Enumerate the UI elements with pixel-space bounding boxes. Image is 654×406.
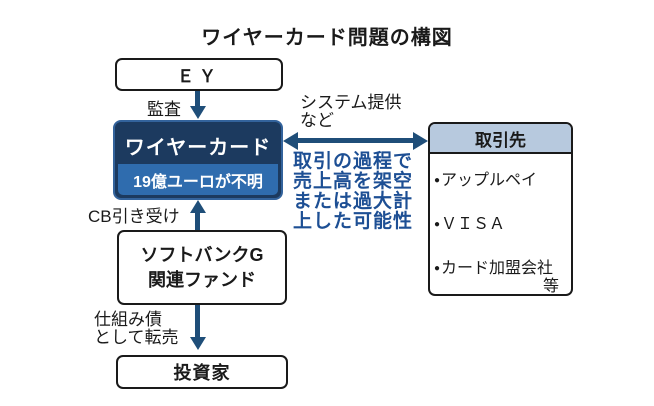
annotation-line4: 上した可能性 [293, 211, 414, 232]
softbank-label-line1: ソフトバンクG [140, 244, 264, 265]
node-investors: 投資家 [116, 355, 288, 389]
system-arrow-left-head-icon [283, 132, 298, 150]
ey-label: ＥＹ [177, 67, 221, 86]
audit-arrow-line [195, 91, 200, 108]
resale-label-line2: として転売 [94, 328, 179, 347]
audit-arrow-head-icon [190, 106, 206, 119]
partner-item: ＶＩＳＡ [434, 210, 505, 234]
wirecard-status-badge: 19億ユーロが不明 [118, 164, 278, 195]
cb-label: CB引き受け [88, 207, 180, 226]
annotation-text: 取引の過程で 売上高を架空 または過大計 上した可能性 [293, 152, 413, 232]
partner-item: アップルペイ [434, 166, 537, 190]
cb-arrow-line [195, 211, 200, 230]
resale-label-line1: 仕組み債 [94, 310, 162, 329]
cb-arrow-head-icon [190, 200, 206, 213]
annotation-line2: 売上高を架空 [293, 171, 414, 192]
system-label-line2: など [300, 111, 334, 130]
investors-label: 投資家 [173, 363, 231, 383]
annotation-line3: または過大計 [293, 191, 414, 212]
system-arrow-right-head-icon [413, 132, 428, 150]
softbank-label-line2: 関連ファンド [148, 269, 256, 290]
partners-etc-label: 等 [542, 278, 559, 295]
diagram-title: ワイヤーカード問題の構図 [201, 27, 453, 49]
partners-header: 取引先 [430, 124, 571, 154]
system-label: システム提供 など [300, 94, 402, 130]
wirecard-label: ワイヤーカード [124, 136, 272, 159]
annotation-line1: 取引の過程で [293, 151, 414, 172]
node-partners: 取引先 アップルペイ ＶＩＳＡ カード加盟会社 等 [428, 122, 573, 296]
system-arrow-line [296, 138, 415, 143]
audit-label: 監査 [147, 100, 181, 119]
node-ey: ＥＹ [115, 58, 283, 91]
node-softbank: ソフトバンクG 関連ファンド [117, 230, 287, 305]
resale-arrow-head-icon [190, 337, 206, 350]
system-label-line1: システム提供 [300, 93, 402, 112]
resale-label: 仕組み債 として転売 [94, 311, 179, 347]
partner-item: カード加盟会社 [434, 254, 553, 278]
node-wirecard: ワイヤーカード 19億ユーロが不明 [113, 120, 283, 200]
resale-arrow-line [195, 305, 200, 339]
